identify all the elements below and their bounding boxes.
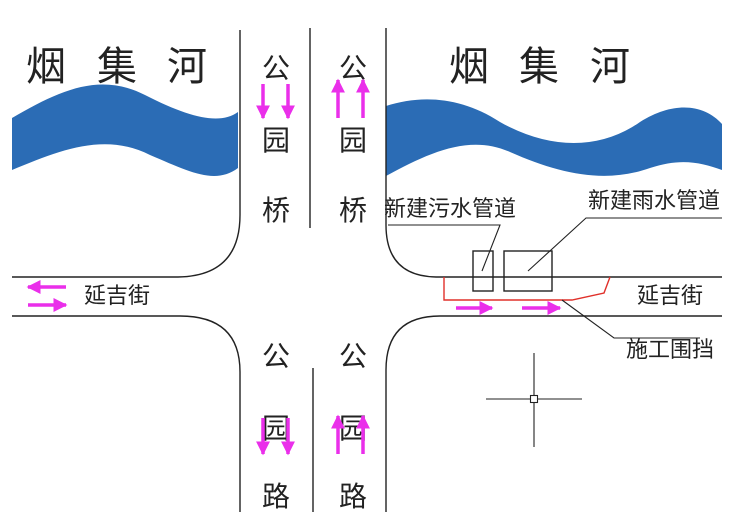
road-lines [12,28,722,512]
svg-text:路: 路 [262,480,290,513]
traffic-arrows [26,78,562,456]
svg-text:公: 公 [339,340,367,373]
svg-text:路: 路 [339,480,367,513]
svg-text:河: 河 [590,44,630,90]
street-label-right: 延吉街 [637,284,703,309]
fence-label: 施工围挡 [626,338,714,363]
crosshair-icon [486,353,582,447]
rain-pipe-box [503,250,553,292]
river-right [386,99,722,176]
svg-text:烟: 烟 [449,44,489,90]
river-label-right: 烟 集 河 [449,44,630,90]
sewage-pipe-label: 新建污水管道 [384,197,516,222]
bridge-label-left: 公 园 桥 [262,52,290,227]
street-label-left: 延吉街 [84,284,150,309]
svg-text:公: 公 [262,52,290,85]
svg-text:集: 集 [97,44,137,90]
svg-text:河: 河 [167,44,207,90]
rain-pipe-label: 新建雨水管道 [588,189,720,214]
river-left [12,84,238,176]
svg-text:烟: 烟 [26,44,66,90]
svg-text:公: 公 [262,340,290,373]
sewage-pipe-box [472,250,494,292]
bridge-label-right: 公 园 桥 [339,52,367,227]
river-label-left: 烟 集 河 [26,44,207,90]
svg-text:园: 园 [262,412,290,445]
construction-fence [443,276,611,301]
svg-text:桥: 桥 [262,194,290,227]
svg-text:园: 园 [262,124,290,157]
svg-text:桥: 桥 [339,194,367,227]
svg-text:园: 园 [339,124,367,157]
svg-text:集: 集 [519,44,559,90]
road-label-left: 公 园 路 [262,340,290,513]
leader-lines [388,217,722,339]
